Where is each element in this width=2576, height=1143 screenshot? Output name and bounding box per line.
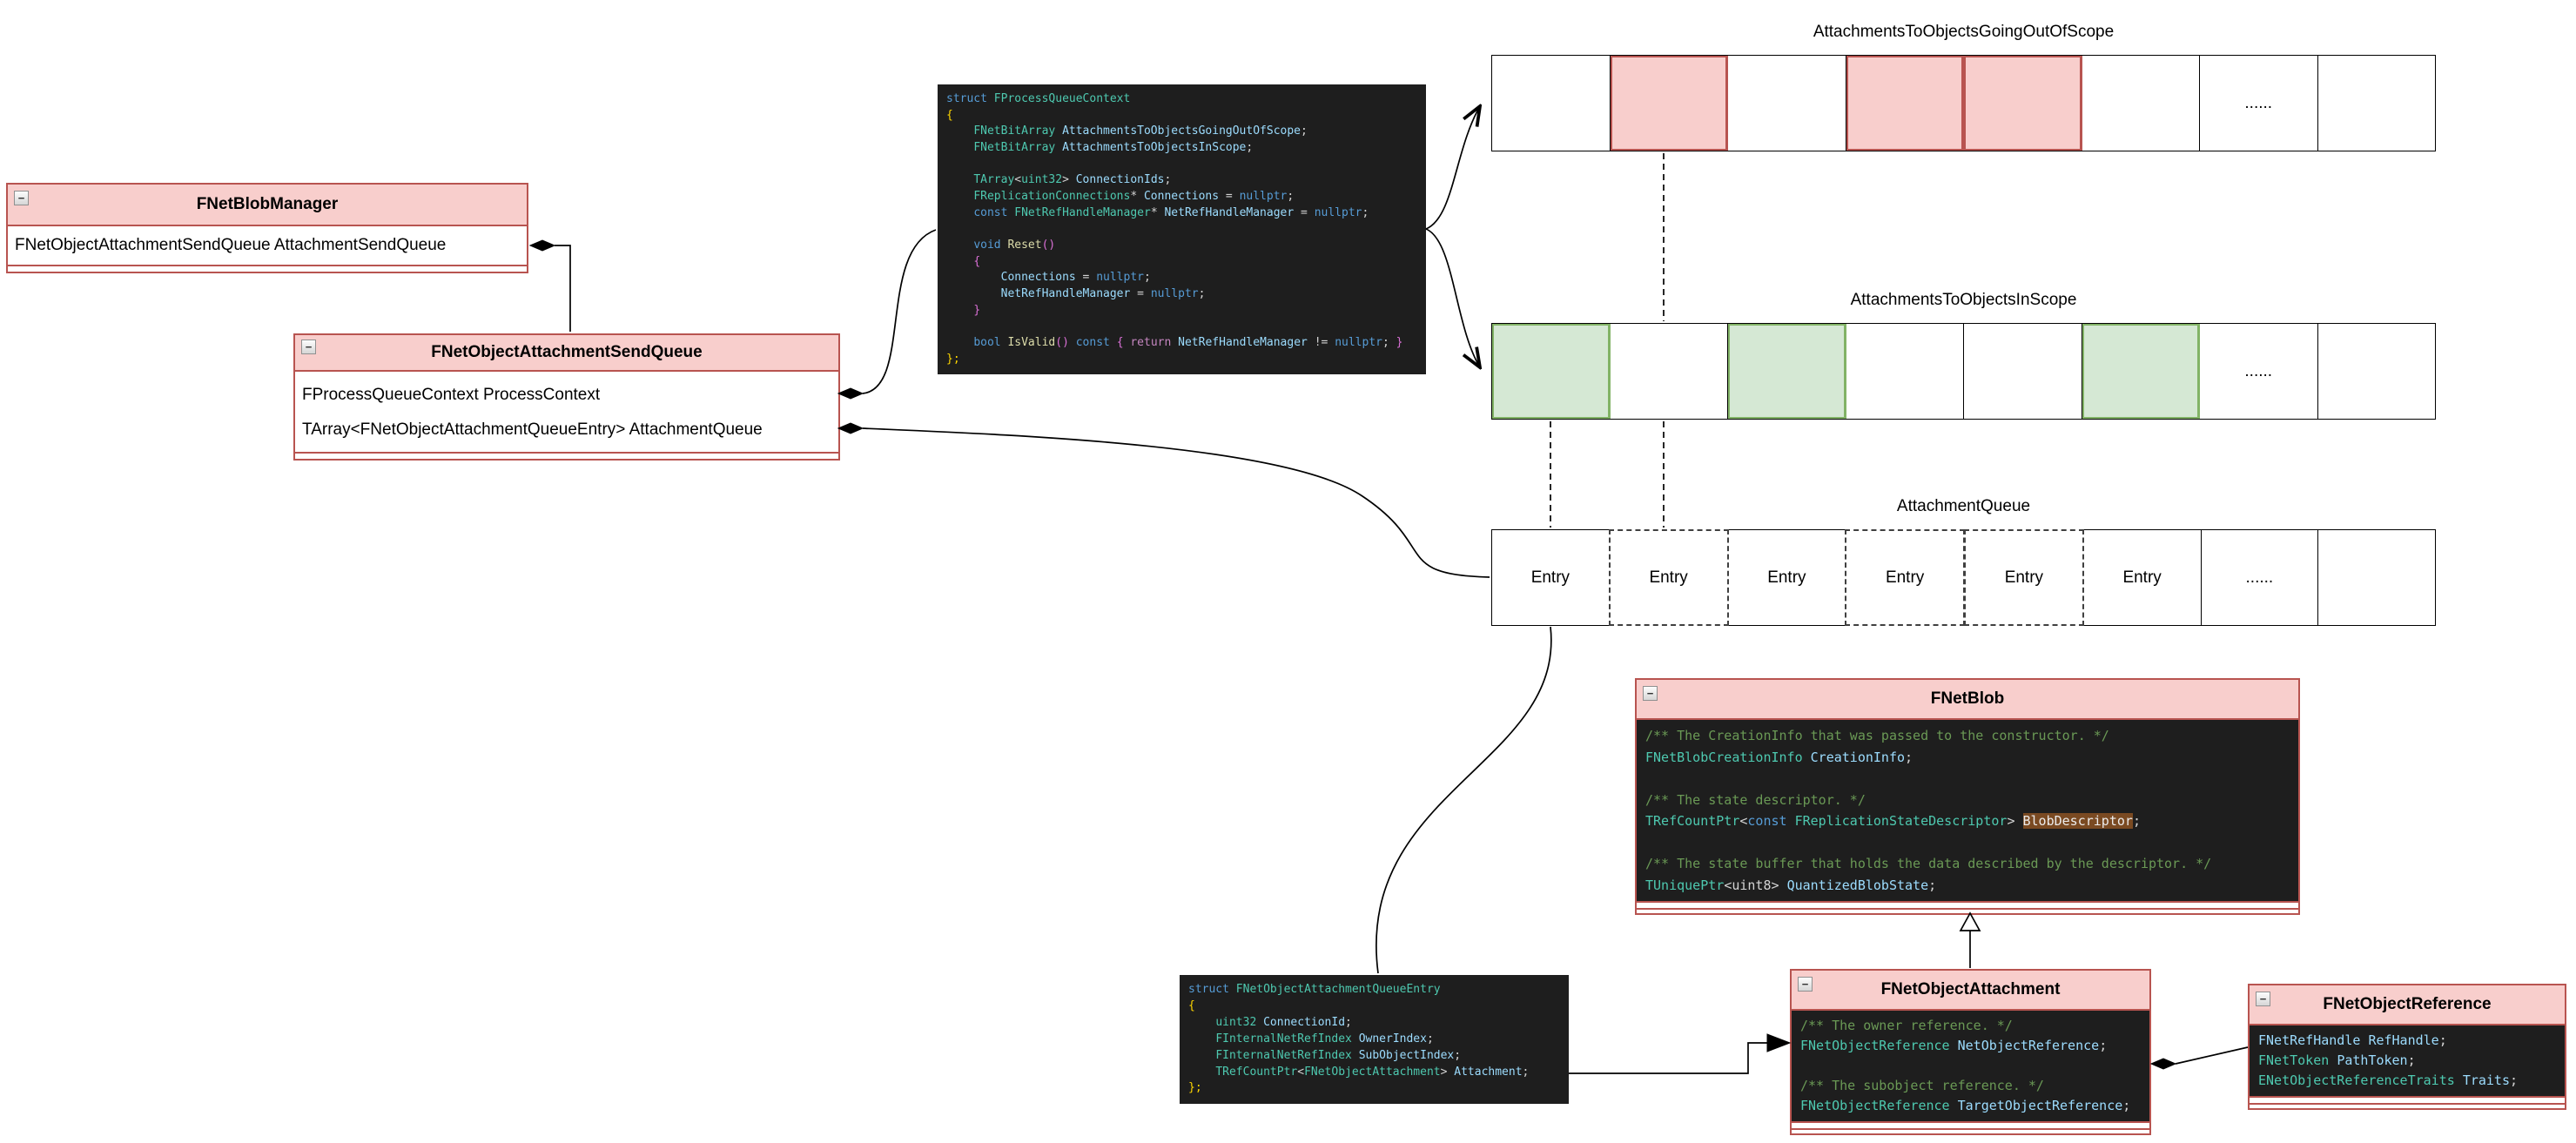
class-header: FNetBlob	[1637, 680, 2298, 720]
array-cell	[2317, 56, 2435, 151]
class-title: FNetObjectReference	[2323, 995, 2492, 1013]
empty-compartment	[1637, 901, 2298, 908]
class-code-members: /** The owner reference. */FNetObjectRef…	[1792, 1011, 2149, 1121]
empty-compartment	[1792, 1121, 2149, 1128]
class-header: FNetBlobManager	[8, 185, 527, 226]
empty-compartment	[8, 265, 527, 272]
code-block-fprocessqueuecontext: struct FProcessQueueContext{ FNetBitArra…	[938, 84, 1426, 374]
array-title-in-scope: AttachmentsToObjectsInScope	[1850, 291, 2077, 309]
class-title: FNetBlob	[1930, 689, 2005, 708]
class-box-fnetobjectattachment: FNetObjectAttachment /** The owner refer…	[1790, 969, 2151, 1135]
array-cell	[1728, 56, 1846, 151]
collapse-icon[interactable]	[2256, 992, 2270, 1006]
array-cell: Entry	[1964, 529, 2084, 626]
edge-entry-queueentrystruct	[1375, 626, 1552, 974]
collapse-icon[interactable]	[1798, 977, 1813, 992]
empty-compartment	[2250, 1103, 2565, 1108]
class-title: FNetBlobManager	[196, 195, 339, 213]
array-title-going-out-of-scope: AttachmentsToObjectsGoingOutOfScope	[1813, 23, 2115, 41]
diamond-netobjectreference	[2149, 1058, 2177, 1070]
edge-code-goingoutofscope	[1425, 106, 1480, 230]
collapse-icon[interactable]	[301, 340, 316, 354]
array-cell	[1492, 324, 1611, 419]
array-cell	[2317, 324, 2435, 419]
class-members: FProcessQueueContext ProcessContext TArr…	[295, 372, 838, 452]
array-cell: ......	[2201, 530, 2319, 625]
class-box-fnetobjectreference: FNetObjectReference FNetRefHandle RefHan…	[2248, 984, 2566, 1110]
class-title: FNetObjectAttachment	[1880, 980, 2061, 998]
edge-blobmanager-sendqueue	[555, 245, 571, 332]
array-cell	[1728, 324, 1846, 419]
array-cell: Entry	[2083, 530, 2202, 625]
edge-code-inscope	[1425, 228, 1480, 367]
edge-attachmentqueue-array	[862, 427, 1490, 578]
array-title-attachment-queue: AttachmentQueue	[1896, 497, 2031, 515]
array-cell	[1610, 56, 1728, 151]
array-cell: ......	[2200, 56, 2318, 151]
class-header: FNetObjectReference	[2250, 985, 2565, 1025]
edge-attachment-reference	[2175, 1046, 2249, 1065]
class-box-fnetblobmanager: FNetBlobManager FNetObjectAttachmentSend…	[6, 183, 528, 273]
array-cell	[1846, 324, 1964, 419]
array-cell: Entry	[1845, 529, 1965, 626]
edge-attachment-ref	[1569, 1042, 1769, 1074]
empty-compartment	[295, 452, 838, 459]
class-title: FNetObjectAttachmentSendQueue	[431, 343, 703, 361]
code-block-fnetobjectattachmentqueueentry: struct FNetObjectAttachmentQueueEntry{ u…	[1180, 975, 1569, 1104]
array-cell	[1846, 56, 1964, 151]
empty-compartment	[2250, 1096, 2565, 1103]
inheritance-triangle	[1959, 911, 1981, 931]
array-cell: Entry	[1492, 530, 1610, 625]
edge-processcontext-code	[862, 229, 937, 394]
empty-compartment	[1637, 908, 2298, 913]
class-code-members: FNetRefHandle RefHandle;FNetToken PathTo…	[2250, 1025, 2565, 1096]
bitarray-going-out-of-scope: ......	[1491, 55, 2436, 151]
class-member: FNetObjectAttachmentSendQueue Attachment…	[8, 226, 527, 265]
class-header: FNetObjectAttachment	[1792, 971, 2149, 1011]
class-member: FProcessQueueContext ProcessContext	[302, 386, 601, 404]
class-box-fnetobjectattachmentsendqueue: FNetObjectAttachmentSendQueue FProcessQu…	[293, 333, 840, 461]
array-cell	[1964, 324, 2082, 419]
array-cell: ......	[2200, 324, 2318, 419]
array-cell: Entry	[1728, 530, 1846, 625]
array-cell	[2318, 530, 2435, 625]
collapse-icon[interactable]	[1643, 686, 1658, 701]
diamond-attachmentsendqueue	[528, 239, 556, 252]
array-cell	[2082, 56, 2200, 151]
arrow-into-attachment	[1766, 1033, 1792, 1052]
array-cell	[2082, 324, 2200, 419]
diamond-processcontext	[837, 387, 864, 400]
class-header: FNetObjectAttachmentSendQueue	[295, 335, 838, 372]
class-code-members: /** The CreationInfo that was passed to …	[1637, 720, 2298, 901]
array-cell	[1492, 56, 1611, 151]
class-member: TArray<FNetObjectAttachmentQueueEntry> A…	[302, 420, 763, 439]
collapse-icon[interactable]	[14, 191, 29, 205]
empty-compartment	[1792, 1128, 2149, 1133]
array-cell	[1610, 324, 1728, 419]
diamond-attachmentqueue	[837, 422, 864, 434]
bitarray-in-scope: ......	[1491, 323, 2436, 420]
class-box-fnetblob: FNetBlob /** The CreationInfo that was p…	[1635, 678, 2300, 915]
array-cell: Entry	[1608, 529, 1729, 626]
array-cell	[1964, 56, 2082, 151]
